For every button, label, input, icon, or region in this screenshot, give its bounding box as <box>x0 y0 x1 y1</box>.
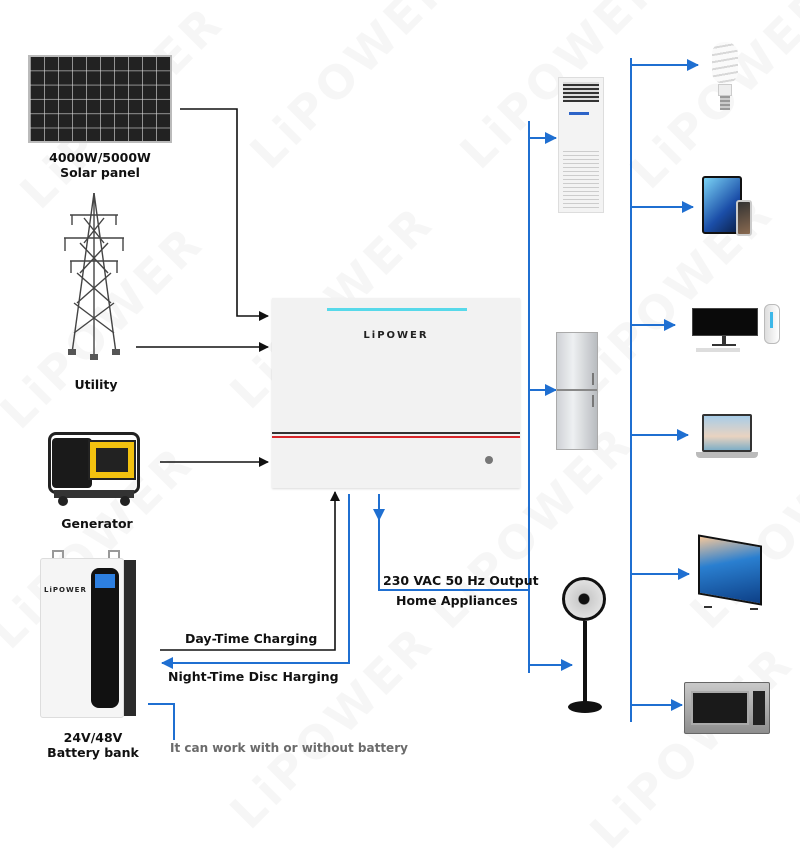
solar-name: Solar panel <box>60 165 140 180</box>
battery-icon: LiPOWER <box>40 550 136 720</box>
day-charging-wire <box>160 491 340 651</box>
inverter-brand: LiPOWER <box>363 330 429 341</box>
battery-note-wire <box>148 703 175 740</box>
wiring-diagram <box>136 58 699 740</box>
output-wire <box>378 494 529 591</box>
light-bulb-icon <box>712 42 738 114</box>
air-conditioner-icon <box>558 77 604 213</box>
inverter-icon: LiPOWER <box>272 298 520 488</box>
television-icon <box>696 534 766 612</box>
laptop-icon <box>696 414 758 462</box>
battery-label: 24V/48V Battery bank <box>40 730 146 760</box>
solar-label: 4000W/5000W Solar panel <box>28 150 172 180</box>
battery-optional-note: It can work with or without battery <box>170 741 408 755</box>
generator-icon <box>44 426 144 508</box>
power-tower-icon <box>64 193 124 360</box>
solar-panel-icon <box>28 55 172 143</box>
battery-name: Battery bank <box>47 745 139 760</box>
desktop-computer-icon <box>692 304 784 356</box>
night-discharging-wire <box>161 494 350 669</box>
day-charging-label: Day-Time Charging <box>185 631 318 646</box>
home-appliances-label: Home Appliances <box>396 593 518 608</box>
night-discharging-label: Night-Time Disc Harging <box>168 669 339 684</box>
battery-voltage: 24V/48V <box>63 730 123 745</box>
wifi-icon <box>485 456 493 464</box>
output-label: 230 VAC 50 Hz Output <box>383 573 539 588</box>
solar-wire <box>180 108 269 321</box>
battery-brand: LiPOWER <box>44 586 87 594</box>
microwave-icon <box>684 682 770 734</box>
generator-label: Generator <box>61 516 133 531</box>
fan-icon <box>560 577 610 717</box>
refrigerator-icon <box>556 332 598 450</box>
utility-label: Utility <box>74 377 118 392</box>
solar-power-rating: 4000W/5000W <box>49 150 151 165</box>
tablet-phone-icon <box>702 176 756 238</box>
